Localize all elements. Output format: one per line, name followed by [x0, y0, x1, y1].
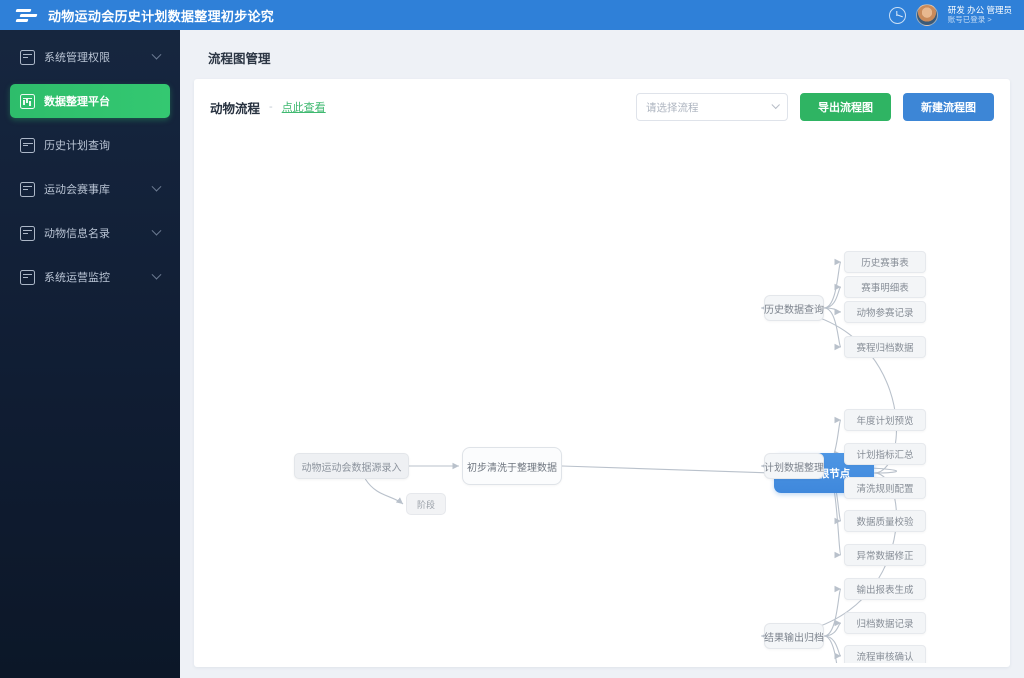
- flow-node-input-0[interactable]: 动物运动会数据源录入: [294, 453, 409, 479]
- flow-node-leaf-1-2[interactable]: 清洗规则配置: [844, 477, 926, 499]
- sidebar-item-label: 系统运营监控: [44, 272, 110, 284]
- flow-node-leaf-1-3[interactable]: 数据质量校验: [844, 510, 926, 532]
- export-flow-button[interactable]: 导出流程图: [800, 93, 891, 121]
- document-icon: [20, 49, 35, 65]
- sidebar: 系统管理权限 数据整理平台 历史计划查询 运动会赛事库 动物信息名录 系统运营监…: [0, 30, 180, 678]
- app-title: 动物运动会历史计划数据整理初步论究: [48, 8, 275, 24]
- page-title: 流程图管理: [208, 52, 271, 66]
- main-content: 流程图管理 动物流程 - 点此查看 请选择流程 导出流程图 新建流程图: [180, 30, 1024, 678]
- flow-node-leaf-1-4[interactable]: 异常数据修正: [844, 544, 926, 566]
- sidebar-item-1[interactable]: 数据整理平台: [10, 84, 170, 118]
- breadcrumb-separator: -: [269, 101, 273, 113]
- flow-node-input-2[interactable]: 初步清洗于整理数据: [462, 447, 562, 485]
- chevron-down-icon: [151, 269, 162, 280]
- flow-node-input-1[interactable]: 阶段: [406, 493, 446, 515]
- chevron-down-icon: [151, 181, 162, 192]
- monitor-icon: [20, 269, 35, 285]
- chevron-down-icon: [151, 225, 162, 236]
- flow-node-leaf-0-3[interactable]: 赛程归档数据: [844, 336, 926, 358]
- flow-canvas[interactable]: 动物运动会数据源录入阶段初步清洗于整理数据流程根节点历史数据查询历史赛事表赛事明…: [194, 135, 1010, 663]
- flow-node-branch-0[interactable]: 历史数据查询: [764, 295, 824, 321]
- flow-node-branch-2[interactable]: 结果输出归档: [764, 623, 824, 649]
- sidebar-item-3[interactable]: 运动会赛事库: [10, 172, 170, 206]
- flow-node-leaf-0-2[interactable]: 动物参赛记录: [844, 301, 926, 323]
- motion-lines-logo-icon: [14, 5, 40, 25]
- flow-node-leaf-1-0[interactable]: 年度计划预览: [844, 409, 926, 431]
- new-flow-button[interactable]: 新建流程图: [903, 93, 994, 121]
- flow-node-leaf-0-0[interactable]: 历史赛事表: [844, 251, 926, 273]
- user-subtitle: 账号已登录 >: [947, 14, 992, 24]
- flow-node-leaf-2-0[interactable]: 输出报表生成: [844, 578, 926, 600]
- top-bar: 动物运动会历史计划数据整理初步论究 研发 办公 管理员 账号已登录 >: [0, 0, 1024, 30]
- topbar-right-cluster: 研发 办公 管理员 账号已登录 >: [888, 0, 1012, 30]
- flow-node-branch-1[interactable]: 计划数据整理: [764, 453, 824, 479]
- briefcase-icon: [20, 225, 35, 241]
- sidebar-item-2[interactable]: 历史计划查询: [10, 128, 170, 162]
- breadcrumb-link[interactable]: 点此查看: [281, 102, 326, 114]
- sidebar-item-5[interactable]: 系统运营监控: [10, 260, 170, 294]
- breadcrumb-current: 动物流程: [210, 101, 261, 116]
- flow-select-value: 请选择流程: [646, 101, 699, 114]
- user-avatar[interactable]: [915, 4, 938, 26]
- sidebar-item-0[interactable]: 系统管理权限: [10, 40, 170, 74]
- archive-icon: [20, 181, 35, 197]
- chevron-down-icon: [771, 100, 780, 110]
- chevron-down-icon: [151, 49, 162, 60]
- flow-node-leaf-2-2[interactable]: 流程审核确认: [844, 645, 926, 663]
- panel-toolbar: 请选择流程 导出流程图 新建流程图: [636, 93, 994, 121]
- sidebar-item-4[interactable]: 动物信息名录: [10, 216, 170, 250]
- sidebar-item-label: 系统管理权限: [44, 52, 110, 64]
- breadcrumb: 动物流程 - 点此查看: [210, 98, 326, 117]
- chart-icon: [20, 93, 35, 109]
- sidebar-item-label: 动物信息名录: [44, 228, 110, 240]
- flow-panel: 动物流程 - 点此查看 请选择流程 导出流程图 新建流程图: [194, 79, 1010, 667]
- user-meta[interactable]: 研发 办公 管理员 账号已登录 >: [947, 4, 1012, 24]
- sidebar-item-label: 历史计划查询: [44, 140, 110, 152]
- bank-icon: [20, 137, 35, 153]
- sidebar-item-label: 数据整理平台: [44, 96, 110, 108]
- flow-node-leaf-0-1[interactable]: 赛事明细表: [844, 276, 926, 298]
- clock-history-icon[interactable]: [888, 6, 906, 24]
- user-name: 研发 办公 管理员: [947, 4, 1012, 15]
- sidebar-item-label: 运动会赛事库: [44, 184, 110, 196]
- flow-select[interactable]: 请选择流程: [636, 93, 788, 121]
- panel-header: 动物流程 - 点此查看 请选择流程 导出流程图 新建流程图: [194, 79, 1010, 135]
- flow-node-leaf-1-1[interactable]: 计划指标汇总: [844, 443, 926, 465]
- flow-node-leaf-2-1[interactable]: 归档数据记录: [844, 612, 926, 634]
